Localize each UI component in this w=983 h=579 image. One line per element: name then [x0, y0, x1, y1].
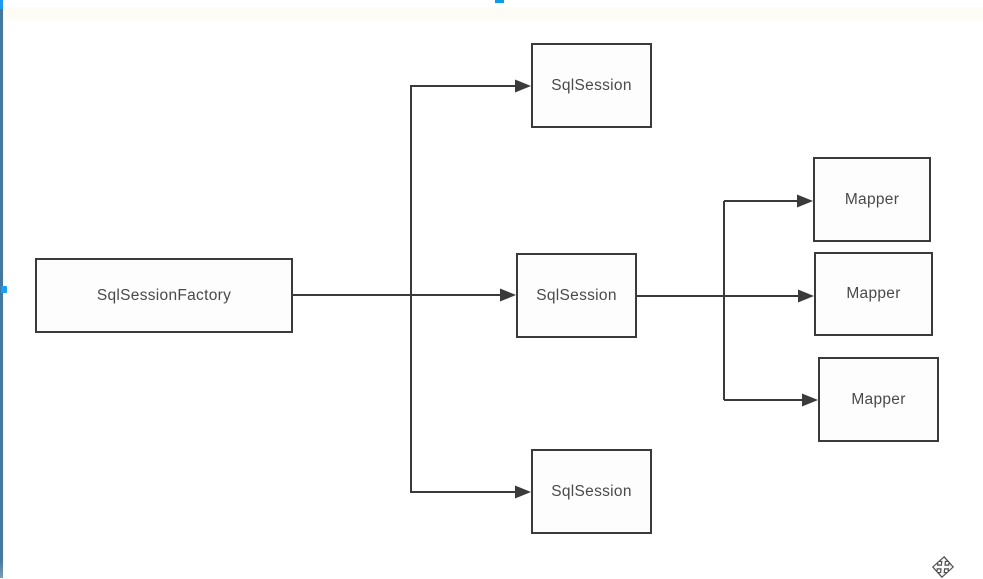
arrowhead-mapper-top	[797, 194, 813, 208]
node-sqlsession-bottom[interactable]: SqlSession	[531, 449, 652, 534]
node-label: Mapper	[844, 190, 900, 208]
arrowhead-session-top	[515, 79, 531, 93]
node-label: SqlSession	[551, 76, 632, 94]
top-blue-dash	[495, 0, 504, 3]
arrowhead-mapper-middle	[798, 289, 814, 303]
node-sqlsession-middle[interactable]: SqlSession	[516, 253, 637, 338]
move-cursor-icon	[931, 555, 955, 579]
node-mapper-top[interactable]: Mapper	[813, 157, 931, 242]
node-label: SqlSessionFactory	[96, 286, 232, 304]
node-sqlsessionfactory[interactable]: SqlSessionFactory	[35, 258, 293, 333]
arrowhead-mapper-bottom	[802, 393, 818, 407]
node-label: SqlSession	[551, 482, 632, 500]
arrowhead-session-middle	[500, 288, 516, 302]
arrowhead-session-bottom	[515, 485, 531, 499]
node-label: Mapper	[846, 285, 901, 302]
selection-handle-dot[interactable]	[1, 286, 7, 293]
node-sqlsession-top[interactable]: SqlSession	[531, 43, 652, 128]
node-label: Mapper	[851, 390, 906, 408]
node-mapper-bottom[interactable]: Mapper	[818, 357, 939, 442]
node-mapper-middle[interactable]: Mapper	[814, 252, 933, 336]
node-label: SqlSession	[536, 286, 617, 304]
